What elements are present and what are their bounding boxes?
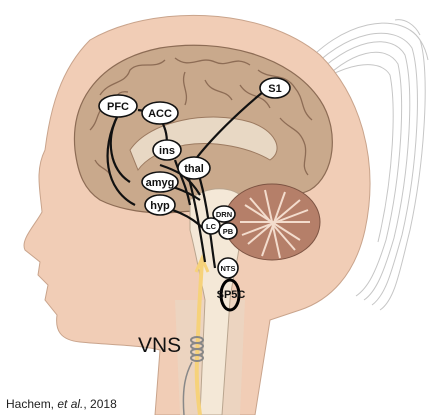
citation-year: , 2018: [83, 397, 116, 411]
label-hyp: hyp: [150, 200, 170, 212]
citation-author: Hachem,: [6, 397, 57, 411]
vns-label: VNS: [138, 334, 181, 357]
label-amyg: amyg: [146, 177, 175, 189]
label-lc: LC: [206, 222, 217, 231]
label-nts: NTS: [221, 264, 236, 273]
label-sp5c: SP5C: [217, 289, 246, 301]
label-s1: S1: [268, 83, 281, 95]
citation: Hachem, et al., 2018: [6, 397, 117, 411]
cerebellum: [224, 184, 320, 260]
label-thal: thal: [184, 163, 204, 175]
citation-etal: et al.: [57, 397, 83, 411]
label-acc: ACC: [148, 108, 172, 120]
label-pfc: PFC: [107, 101, 129, 113]
label-pb: PB: [223, 227, 234, 236]
label-drn: DRN: [216, 210, 232, 219]
label-ins: ins: [159, 145, 175, 157]
